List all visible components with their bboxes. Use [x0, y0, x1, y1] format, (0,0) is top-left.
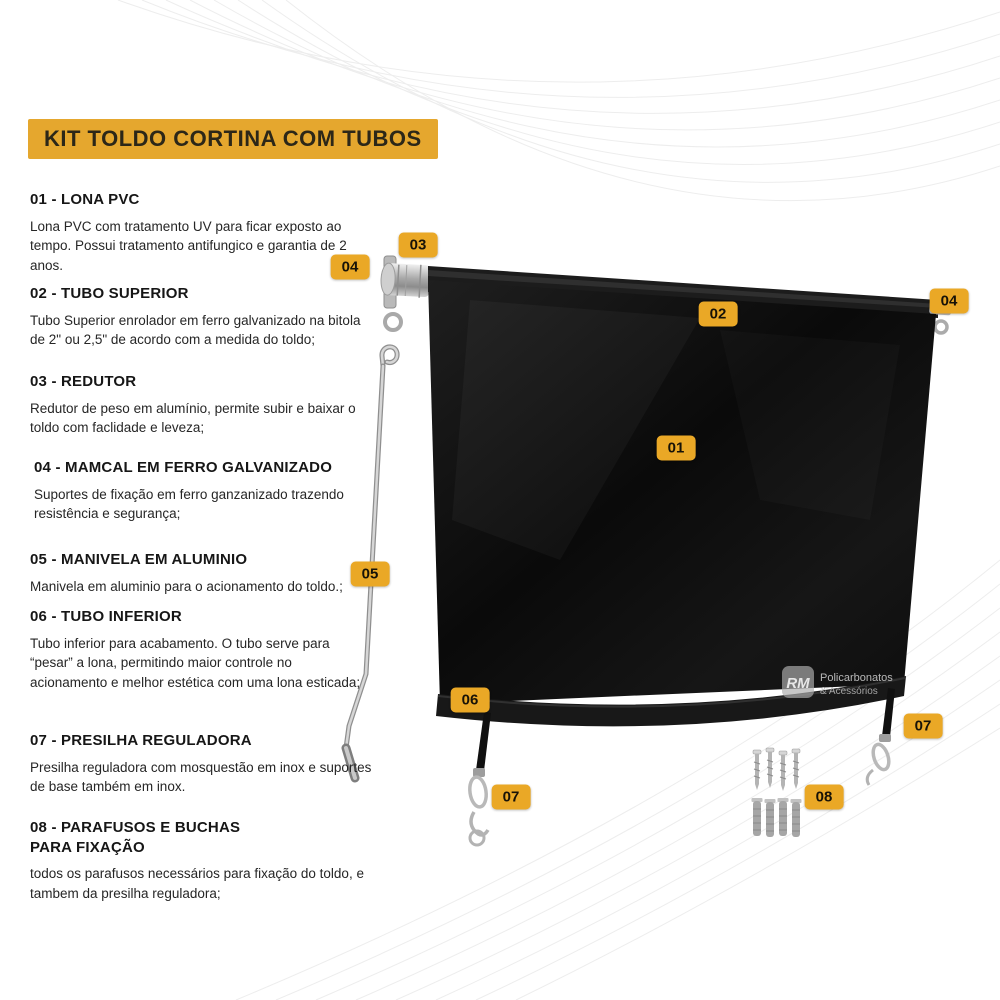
strap-clip-right-icon	[865, 688, 895, 786]
badge-04-mamcal-right: 04	[929, 288, 969, 314]
section-body: Lona PVC com tratamento UV para ficar ex…	[30, 218, 347, 273]
redutor-icon	[380, 262, 431, 298]
section-body: Tubo inferior para acabamento. O tubo se…	[30, 635, 361, 690]
badge-03-redutor: 03	[398, 232, 438, 258]
section-heading: 04 - MAMCAL EM FERRO GALVANIZADO	[34, 459, 333, 476]
section-body: Tubo Superior enrolador em ferro galvani…	[30, 312, 361, 348]
section-06-tubo-inferior: 06 - TUBO INFERIOR Tubo inferior para ac…	[30, 607, 372, 693]
section-03-redutor: 03 - REDUTOR Redutor de peso em alumínio…	[30, 372, 372, 438]
screws-anchors-icon	[751, 747, 802, 837]
strap-clip-left-icon	[468, 712, 491, 847]
badge-05-manivela: 05	[350, 561, 390, 587]
page-title: KIT TOLDO CORTINA COM TUBOS	[28, 119, 438, 159]
badge-08-parafusos: 08	[804, 784, 844, 810]
badge-07-presilha-right: 07	[903, 713, 943, 739]
section-body: todos os parafusos necessários para fixa…	[30, 866, 364, 901]
section-heading: 03 - REDUTOR	[30, 373, 137, 390]
badge-01-lona: 01	[656, 435, 696, 461]
badge-06-tubo-inferior: 06	[450, 687, 490, 713]
section-body: Suportes de fixação em ferro ganzanizado…	[34, 486, 344, 522]
brand-line2: & Acessórios	[820, 686, 878, 697]
section-body: Manivela em aluminio para o acionamento …	[30, 578, 343, 594]
section-heading: 06 - TUBO INFERIOR	[30, 608, 182, 625]
section-08-parafusos: 08 - PARAFUSOS E BUCHAS PARA FIXAÇÃO tod…	[30, 818, 372, 903]
section-04-mamcal: 04 - MAMCAL EM FERRO GALVANIZADO Suporte…	[34, 458, 376, 524]
bottom-tube-icon	[436, 676, 906, 727]
background-contour-lines	[117, 0, 1000, 1000]
crank-handle-icon	[341, 344, 400, 783]
section-heading: 05 - MANIVELA EM ALUMINIO	[30, 551, 248, 568]
section-02-tubo-superior: 02 - TUBO SUPERIOR Tubo Superior enrolad…	[30, 284, 372, 350]
awning-product: RM Policarbonatos & Acessórios	[341, 255, 952, 847]
section-heading: 01 - LONA PVC	[30, 191, 140, 208]
brand-logo: RM Policarbonatos & Acessórios	[782, 666, 893, 698]
brand-line1: Policarbonatos	[820, 672, 893, 684]
badge-02-tubo-superior: 02	[698, 301, 738, 327]
section-body: Redutor de peso em alumínio, permite sub…	[30, 400, 356, 436]
section-heading: 08 - PARAFUSOS E BUCHAS PARA FIXAÇÃO	[30, 819, 241, 856]
badge-04-mamcal-left: 04	[330, 254, 370, 280]
pvc-canvas-icon	[428, 280, 936, 704]
brand-abbr: RM	[786, 675, 810, 692]
section-body: Presilha reguladora com mosquestão em in…	[30, 759, 372, 795]
section-heading: 07 - PRESILHA REGULADORA	[30, 732, 252, 749]
section-heading: 02 - TUBO SUPERIOR	[30, 285, 189, 302]
section-05-manivela: 05 - MANIVELA EM ALUMINIO Manivela em al…	[30, 550, 372, 596]
section-07-presilha: 07 - PRESILHA REGULADORA Presilha regula…	[30, 731, 372, 797]
badge-07-presilha-left: 07	[491, 784, 531, 810]
section-01-lona-pvc: 01 - LONA PVC Lona PVC com tratamento UV…	[30, 190, 372, 276]
